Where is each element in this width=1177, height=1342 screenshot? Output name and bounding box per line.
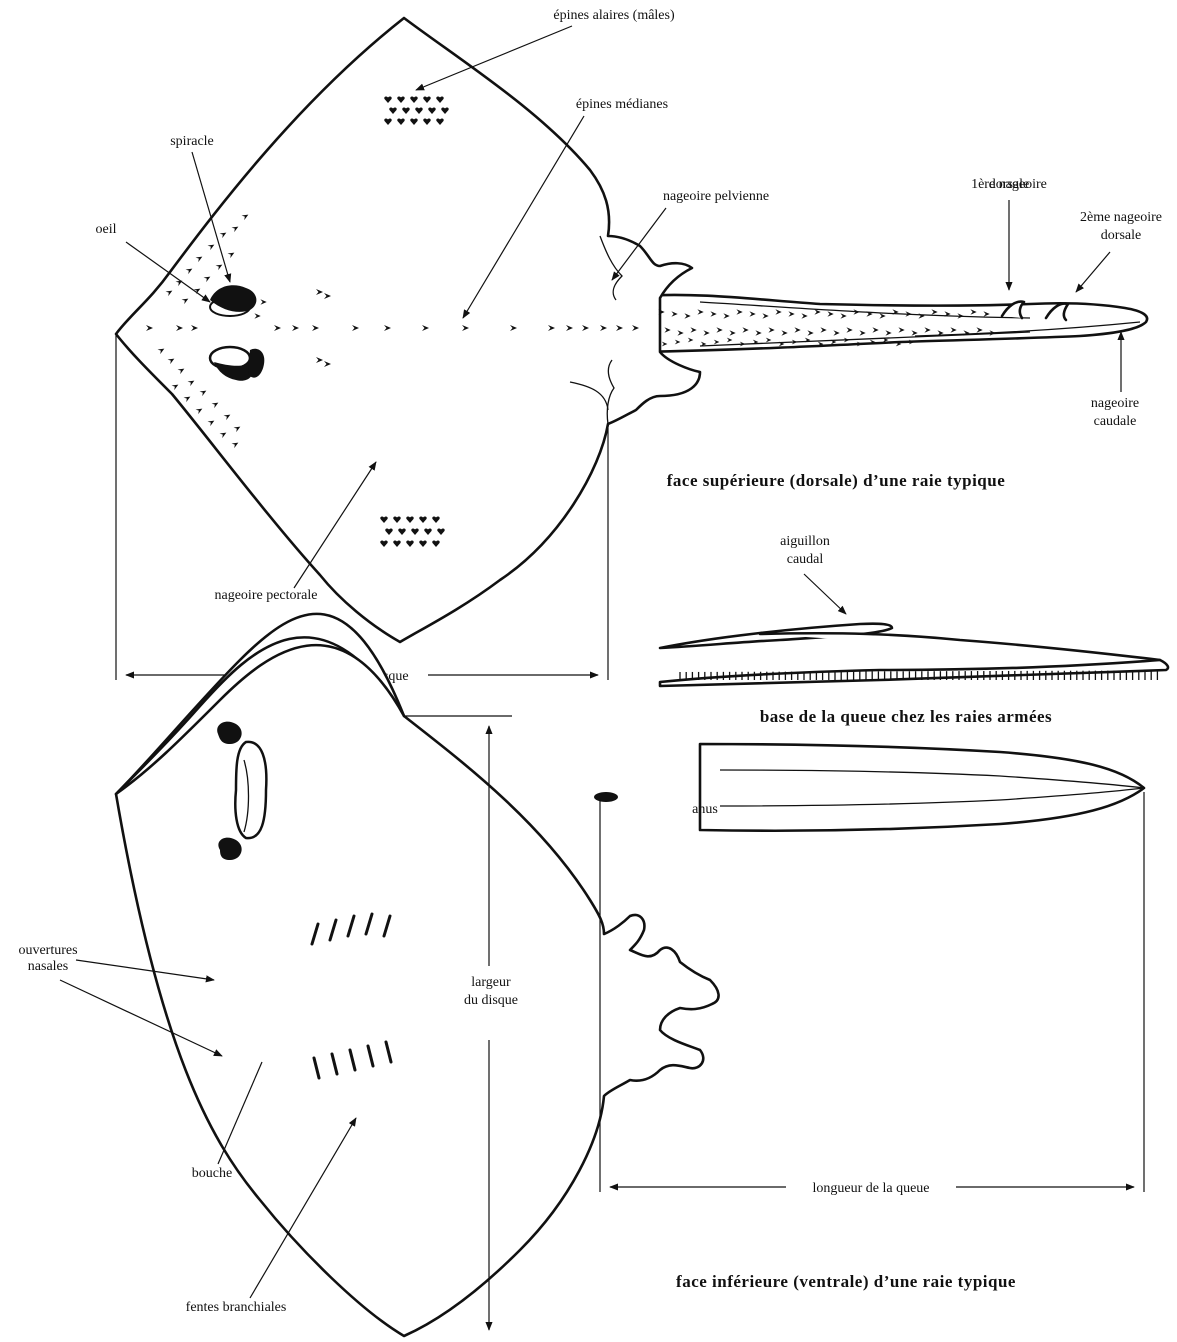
label-nasales-line1: ouvertures [18,943,77,958]
label-largeur-line1: largeur [471,975,511,990]
label-aiguillon-line2: caudal [787,552,824,567]
label-aiguillon-line1: aiguillon [780,534,830,549]
ventral-tail [700,744,1144,831]
label-bouche: bouche [192,1166,232,1181]
label-dorsal-fin-2-line2: dorsale [1101,228,1141,243]
label-spiracle: spiracle [170,134,214,149]
label-epines-alaires: épines alaires (mâles) [553,8,675,23]
label-caudal-fin-line2: caudale [1094,414,1137,429]
anus-icon [594,792,618,802]
caption-dorsal: face supérieure (dorsale) d’une raie typ… [667,471,1006,490]
label-largeur-line2: du disque [464,993,518,1008]
label-oeil: oeil [96,222,117,237]
label-tail-length: longueur de la queue [812,1181,929,1196]
label-nageoire-pectorale: nageoire pectorale [215,588,318,603]
label-caudal-fin-line1: nageoire [1091,396,1139,411]
label-dorsal-fin-2-line1: 2ème nageoire [1080,210,1162,225]
label-epines-medianes: épines médianes [576,97,668,112]
label-nasales-line2: nasales [28,959,68,974]
label-fentes: fentes branchiales [186,1300,287,1315]
tail-base-view: aiguillon caudal base de la queue chez l… [660,534,1168,726]
label-dorsal-fin-1-line2: dorsale [989,177,1029,192]
label-nageoire-pelvienne: nageoire pelvienne [663,189,769,204]
caption-ventral: face inférieure (ventrale) d’une raie ty… [676,1272,1016,1291]
caption-tail-base: base de la queue chez les raies armées [760,707,1052,726]
label-anus: anus [692,802,718,817]
